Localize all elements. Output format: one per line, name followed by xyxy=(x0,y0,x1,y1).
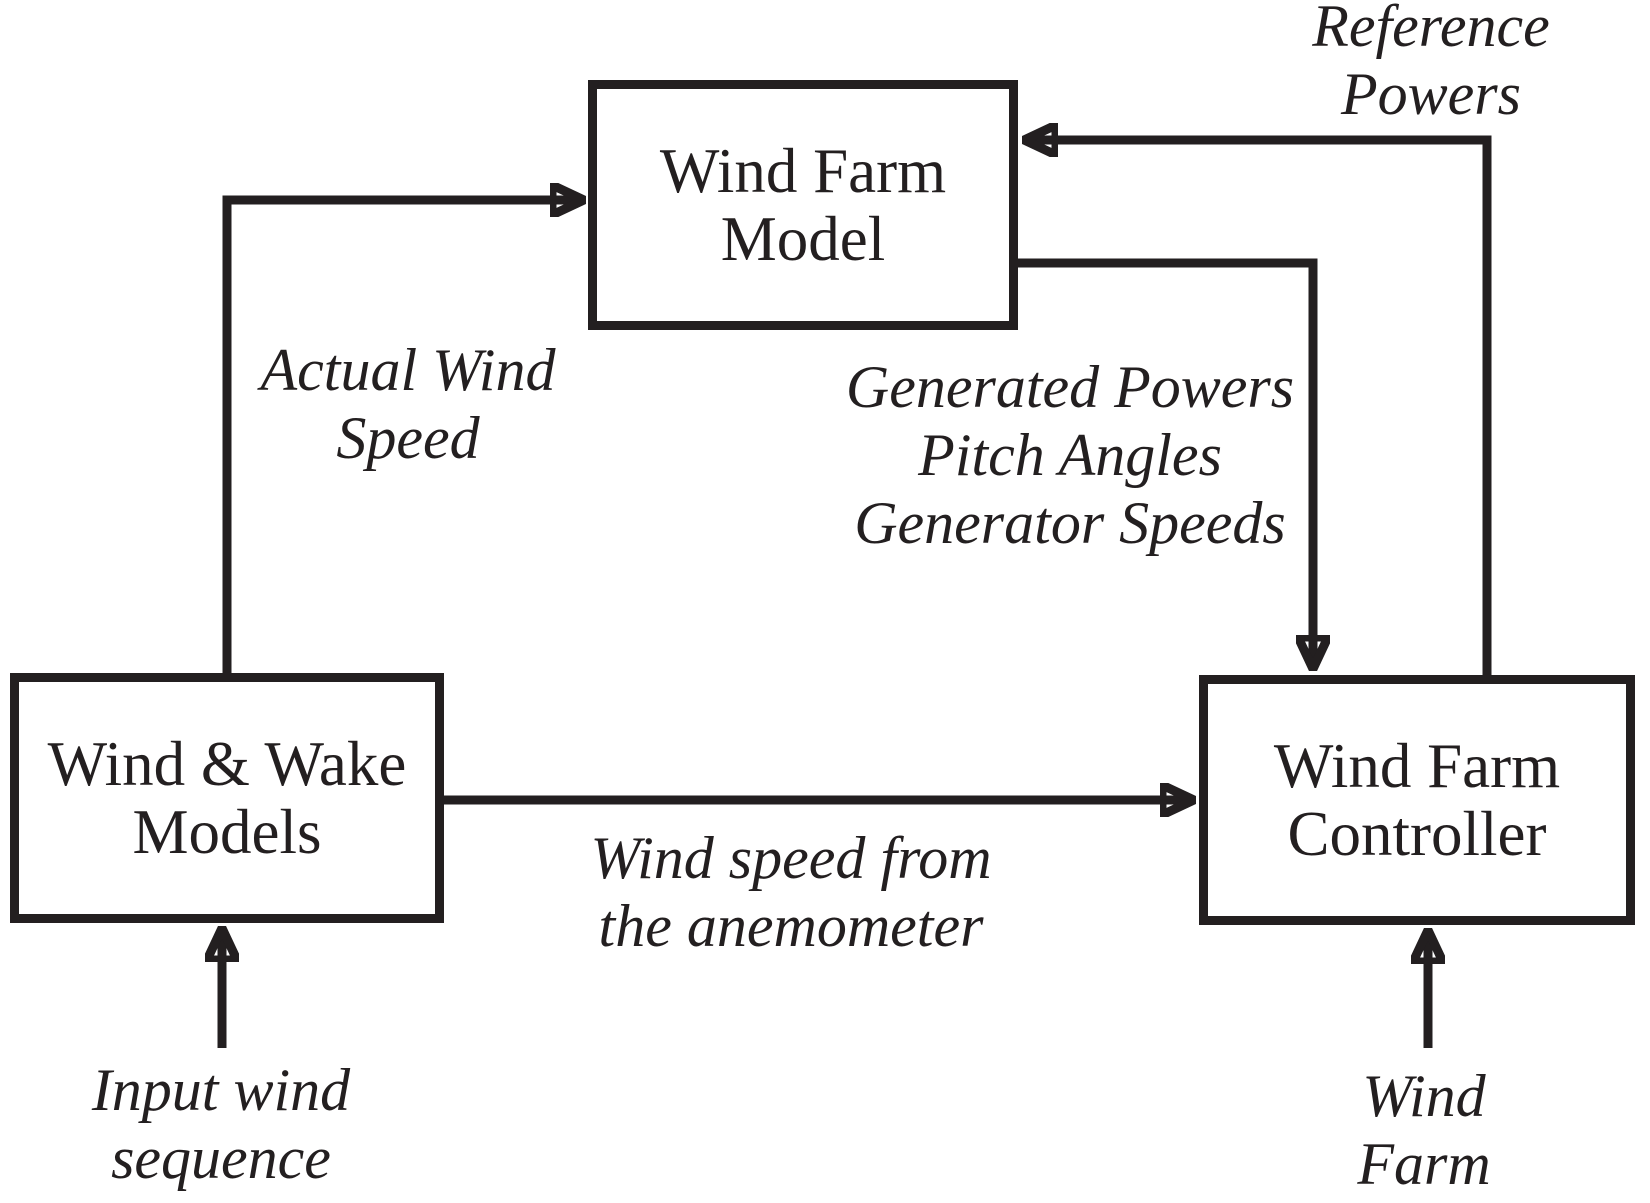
edge-label-input-wind-sequence: Input wind sequence xyxy=(91,1057,351,1191)
edge-generated-outputs-line xyxy=(1014,258,1313,669)
box-wind-farm-model: Wind Farm Model xyxy=(588,80,1018,330)
box-wind-farm-model-label: Wind Farm Model xyxy=(659,136,947,274)
edge-label-actual-wind-speed: Actual Wind Speed xyxy=(260,337,556,471)
edge-reference-powers-line xyxy=(1024,140,1492,678)
box-wind-wake-models-label: Wind & Wake Models xyxy=(47,729,407,867)
box-wind-farm-controller: Wind Farm Controller xyxy=(1199,675,1635,925)
edge-actual-wind-speed-line xyxy=(222,200,584,676)
edge-label-generated-outputs: Generated Powers Pitch Angles Generator … xyxy=(845,354,1295,556)
edge-label-reference-powers: Reference Powers xyxy=(1312,0,1550,127)
box-wind-farm-controller-label: Wind Farm Controller xyxy=(1273,731,1561,869)
edge-label-wind-farm-power-reference: Wind Farm Power Reference xyxy=(1346,1063,1503,1203)
box-wind-wake-models: Wind & Wake Models xyxy=(10,673,444,923)
edge-label-wind-speed-anemometer: Wind speed from the anemometer xyxy=(590,825,992,959)
